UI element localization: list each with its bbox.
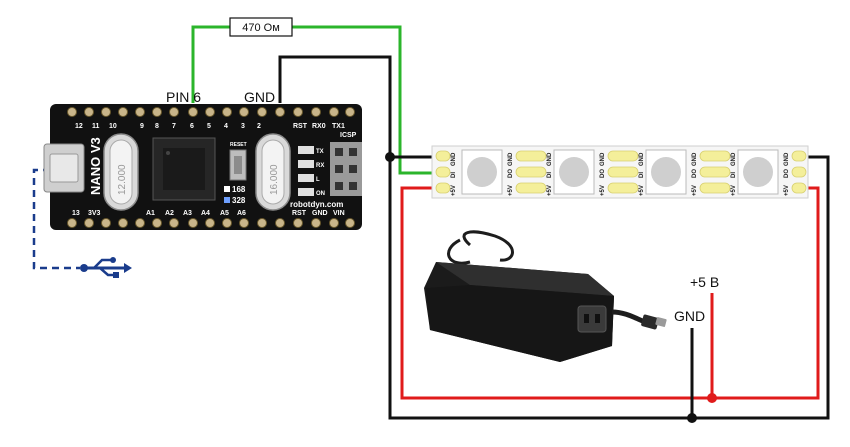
pin-9-label: 9 [140, 123, 144, 130]
reset-label: RESET [230, 142, 247, 148]
pin-11-label: 11 [92, 123, 100, 130]
pin-gnd-bottom-label: GND [312, 210, 328, 217]
strip-seg2-out-gnd-label: GND [600, 152, 606, 166]
top-header-pins [67, 107, 355, 117]
pin-3-label: 3 [241, 123, 245, 130]
strip-seg1-5v-label: +5V [508, 185, 514, 196]
strip-di-label: DI [451, 172, 457, 178]
power-wire-red [400, 186, 820, 400]
strip-seg4-do-label: DO [784, 169, 790, 178]
pin-12-label: 12 [75, 123, 83, 130]
pin-4-label: 4 [224, 123, 228, 130]
strip-seg2-out-5v-label: +5V [600, 185, 606, 196]
icsp-label: ICSP [340, 132, 357, 139]
led-on-label: ON [316, 191, 325, 197]
strip-seg4-5v-label: +5V [731, 185, 737, 196]
strip-seg3-5v-label: +5V [639, 185, 645, 196]
led-chip-1 [461, 149, 503, 195]
strip-seg3-gnd-label: GND [639, 152, 645, 166]
pin-vin-label: VIN [333, 210, 345, 217]
pin-8-label: 8 [155, 123, 159, 130]
pin-7-label: 7 [172, 123, 176, 130]
bottom-header-pins [67, 218, 355, 228]
strip-seg3-out-5v-label: +5V [692, 185, 698, 196]
strip-seg2-di-label: DI [547, 172, 553, 178]
pin-a3-label: A3 [183, 210, 192, 217]
plus5v-label: +5 В [690, 274, 719, 290]
pin-a1-label: A1 [146, 210, 155, 217]
strip-seg1-do-label: DO [508, 169, 514, 178]
chip-328-label: 328 [232, 196, 246, 205]
power-supply [424, 230, 667, 362]
strip-seg3-do-label: DO [692, 169, 698, 178]
crystal-right-label: 16.000 [269, 164, 280, 195]
strip-seg4-out-gnd-label: GND [784, 152, 790, 166]
chip-168-label: 168 [232, 185, 246, 194]
pin-5-label: 5 [207, 123, 211, 130]
pin-3v3-label: 3V3 [88, 210, 101, 217]
pin6-label: PIN 6 [166, 89, 201, 105]
pin-a2-label: A2 [165, 210, 174, 217]
pin-rst-top-label: RST [293, 123, 308, 130]
resistor [229, 17, 293, 37]
status-leds: TX RX L ON [298, 146, 325, 197]
strip-seg4-di-label: DI [731, 172, 737, 178]
usb-cable-dashed [32, 168, 80, 270]
junction-gnd-bottom [687, 413, 697, 423]
led-strip: GND DI +5V GND DO +5V GND DI +5V GND DO … [431, 145, 809, 199]
led-chip-4 [737, 149, 779, 195]
strip-5v-in-label: +5V [451, 185, 457, 196]
ground-wire-black [278, 55, 830, 420]
icsp-header [330, 142, 362, 196]
strip-seg2-gnd-label: GND [547, 152, 553, 166]
pin-tx1-label: TX1 [332, 123, 345, 130]
led-chip-3 [645, 149, 687, 195]
dc-plug [641, 314, 659, 330]
pin-a6-label: A6 [237, 210, 246, 217]
arduino-nano-board: 12 11 10 9 8 7 6 5 4 3 2 RST RX0 TX1 13 … [43, 104, 362, 230]
strip-seg4-out-5v-label: +5V [784, 185, 790, 196]
gnd-top-label: GND [244, 89, 275, 105]
ac-socket [577, 305, 607, 333]
strip-seg1-gnd-label: GND [508, 152, 514, 166]
data-wire-green [191, 25, 441, 175]
led-l-label: L [316, 177, 320, 183]
gnd-bottom-label: GND [674, 308, 705, 324]
led-tx-label: TX [316, 149, 324, 155]
pin-rst-bottom-label: RST [292, 210, 307, 217]
junction-gnd-left [385, 152, 395, 162]
pin-6-label: 6 [190, 123, 194, 130]
strip-gnd-in-label: GND [451, 152, 457, 166]
pin-a5-label: A5 [220, 210, 229, 217]
usb-icon [80, 257, 132, 278]
pin-10-label: 10 [109, 123, 117, 130]
led-rx-label: RX [316, 163, 324, 169]
crystal-left-label: 12.000 [117, 164, 128, 195]
pin-a4-label: A4 [201, 210, 210, 217]
board-name: NANO V3 [88, 137, 103, 195]
board-brand: robotdyn.com [290, 200, 343, 209]
pin-rx0-label: RX0 [312, 123, 326, 130]
strip-seg4-gnd-label: GND [731, 152, 737, 166]
pin-2-label: 2 [257, 123, 261, 130]
junction-power-bottom [707, 393, 717, 403]
resistor-label: 470 Ом [242, 22, 280, 34]
strip-seg2-do-label: DO [600, 169, 606, 178]
strip-seg2-5v-label: +5V [547, 185, 553, 196]
pin-13-label: 13 [72, 210, 80, 217]
strip-seg3-di-label: DI [639, 172, 645, 178]
strip-seg3-out-gnd-label: GND [692, 152, 698, 166]
led-chip-2 [553, 149, 595, 195]
